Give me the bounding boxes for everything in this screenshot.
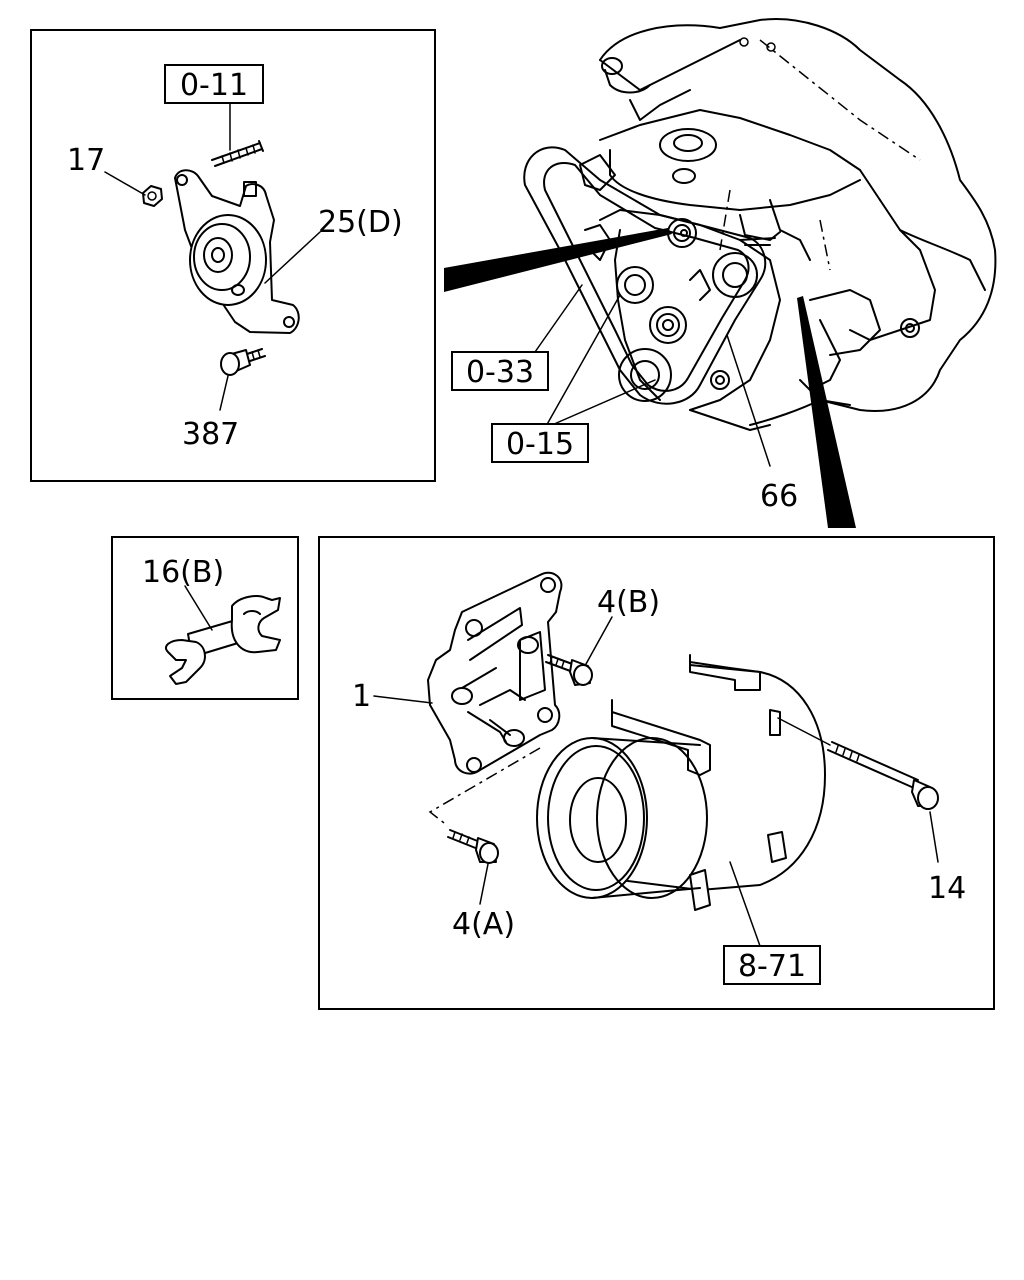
clip-16b (164, 595, 281, 685)
leader-0-15-b (544, 379, 656, 429)
leader-8-71 (729, 861, 761, 947)
part-label-25d: 25(D) (318, 205, 403, 240)
leader-16b (184, 585, 213, 631)
leader-25d (264, 231, 321, 284)
leader-4a (479, 863, 489, 905)
bolt-4b (545, 654, 593, 686)
leader-17 (104, 171, 146, 196)
pointer-wedge-lower (797, 296, 856, 528)
ref-box-0-11[interactable] (164, 64, 264, 104)
leader-0-33 (534, 284, 583, 353)
leader-14-top (777, 717, 831, 746)
ref-0-33: 0-33 (466, 355, 534, 390)
compressor-bracket (427, 571, 563, 775)
part-label-1: 1 (352, 679, 371, 714)
engine-assembly (523, 18, 997, 431)
part-label-66: 66 (760, 479, 798, 514)
ref-8-71: 8-71 (738, 949, 806, 984)
ref-0-11: 0-11 (180, 68, 248, 103)
part-label-4b: 4(B) (597, 585, 660, 620)
leader-1 (373, 695, 433, 704)
compressor (536, 654, 826, 911)
guide-line (428, 747, 541, 827)
leader-14 (929, 811, 939, 863)
bolt-14 (827, 741, 939, 810)
part-label-4a: 4(A) (452, 907, 515, 942)
bolt-4a (447, 829, 499, 864)
leader-4b (585, 616, 613, 665)
leader-0-15-a (544, 294, 621, 429)
leader-66 (726, 334, 771, 467)
ref-0-15: 0-15 (506, 427, 574, 462)
ref-box-8-71[interactable] (723, 945, 821, 985)
part-label-387: 387 (182, 417, 239, 452)
inset-idler-pulley-frame (30, 29, 436, 482)
ref-box-0-15[interactable] (491, 423, 589, 463)
part-label-17: 17 (67, 143, 105, 178)
part-label-16b: 16(B) (142, 555, 224, 590)
idler-pulley-assembly (142, 140, 300, 376)
ref-box-0-33[interactable] (451, 351, 549, 391)
leader-387 (219, 375, 229, 411)
pointer-wedge-upper (444, 228, 672, 292)
part-label-14: 14 (928, 871, 966, 906)
